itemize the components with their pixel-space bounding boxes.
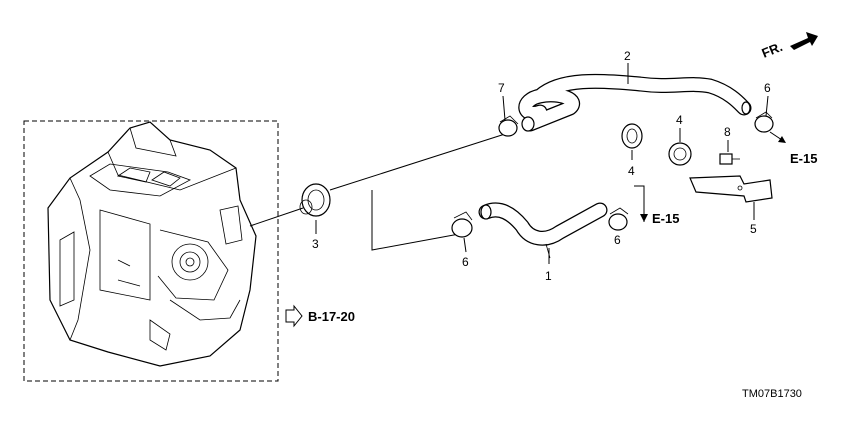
clamp-6-mid (608, 207, 629, 231)
label-6-mid: 6 (614, 233, 621, 247)
leader-7 (502, 95, 506, 121)
label-7: 7 (498, 81, 505, 95)
label-6-right: 6 (764, 81, 771, 95)
leader-grommet-to-hose1 (371, 190, 471, 251)
ref-e15-top: E-15 (790, 151, 817, 166)
label-5: 5 (750, 222, 757, 236)
label-1: 1 (545, 269, 552, 283)
label-3: 3 (312, 237, 319, 251)
heater-unit-group (23, 120, 279, 382)
ref-e15-mid: E-15 (652, 211, 679, 226)
leader-heater-to-grommet (249, 207, 304, 227)
bolt-8 (719, 153, 740, 165)
label-4-left: 4 (628, 164, 635, 178)
arrow-e15-mid (640, 214, 648, 222)
label-4-right: 4 (676, 113, 683, 127)
label-8: 8 (724, 125, 731, 139)
diagram-code: TM07B1730 (742, 388, 802, 400)
clamp-4-left (621, 123, 643, 149)
ref-b1720-group: B-17-20 (285, 304, 355, 328)
front-direction-indicator: FR. (760, 32, 818, 61)
ref-arrow-icon (285, 304, 303, 328)
bracket-5 (689, 175, 773, 203)
leader-e15-top (769, 131, 783, 141)
lower-water-hose (478, 202, 608, 259)
label-6-left: 6 (462, 255, 469, 269)
heater-unit-body (47, 121, 257, 367)
leader-6-right (765, 95, 769, 117)
arrow-e15-top (778, 136, 786, 143)
clamp-6-right (754, 111, 774, 133)
upper-water-hose (518, 73, 752, 132)
ref-b1720: B-17-20 (308, 309, 355, 324)
leader-e15-mid (634, 185, 645, 222)
clamp-4-right (668, 142, 692, 166)
leader-grommet-to-hose2 (329, 133, 506, 191)
front-label: FR. (760, 39, 785, 61)
grommet-part (299, 183, 331, 217)
heater-unit-dashed-frame (23, 120, 279, 382)
clamp-6-left (451, 211, 473, 238)
front-arrow-icon (790, 32, 818, 50)
clamp-7 (498, 115, 519, 137)
leader-6-left (463, 237, 467, 253)
label-2: 2 (624, 49, 631, 63)
